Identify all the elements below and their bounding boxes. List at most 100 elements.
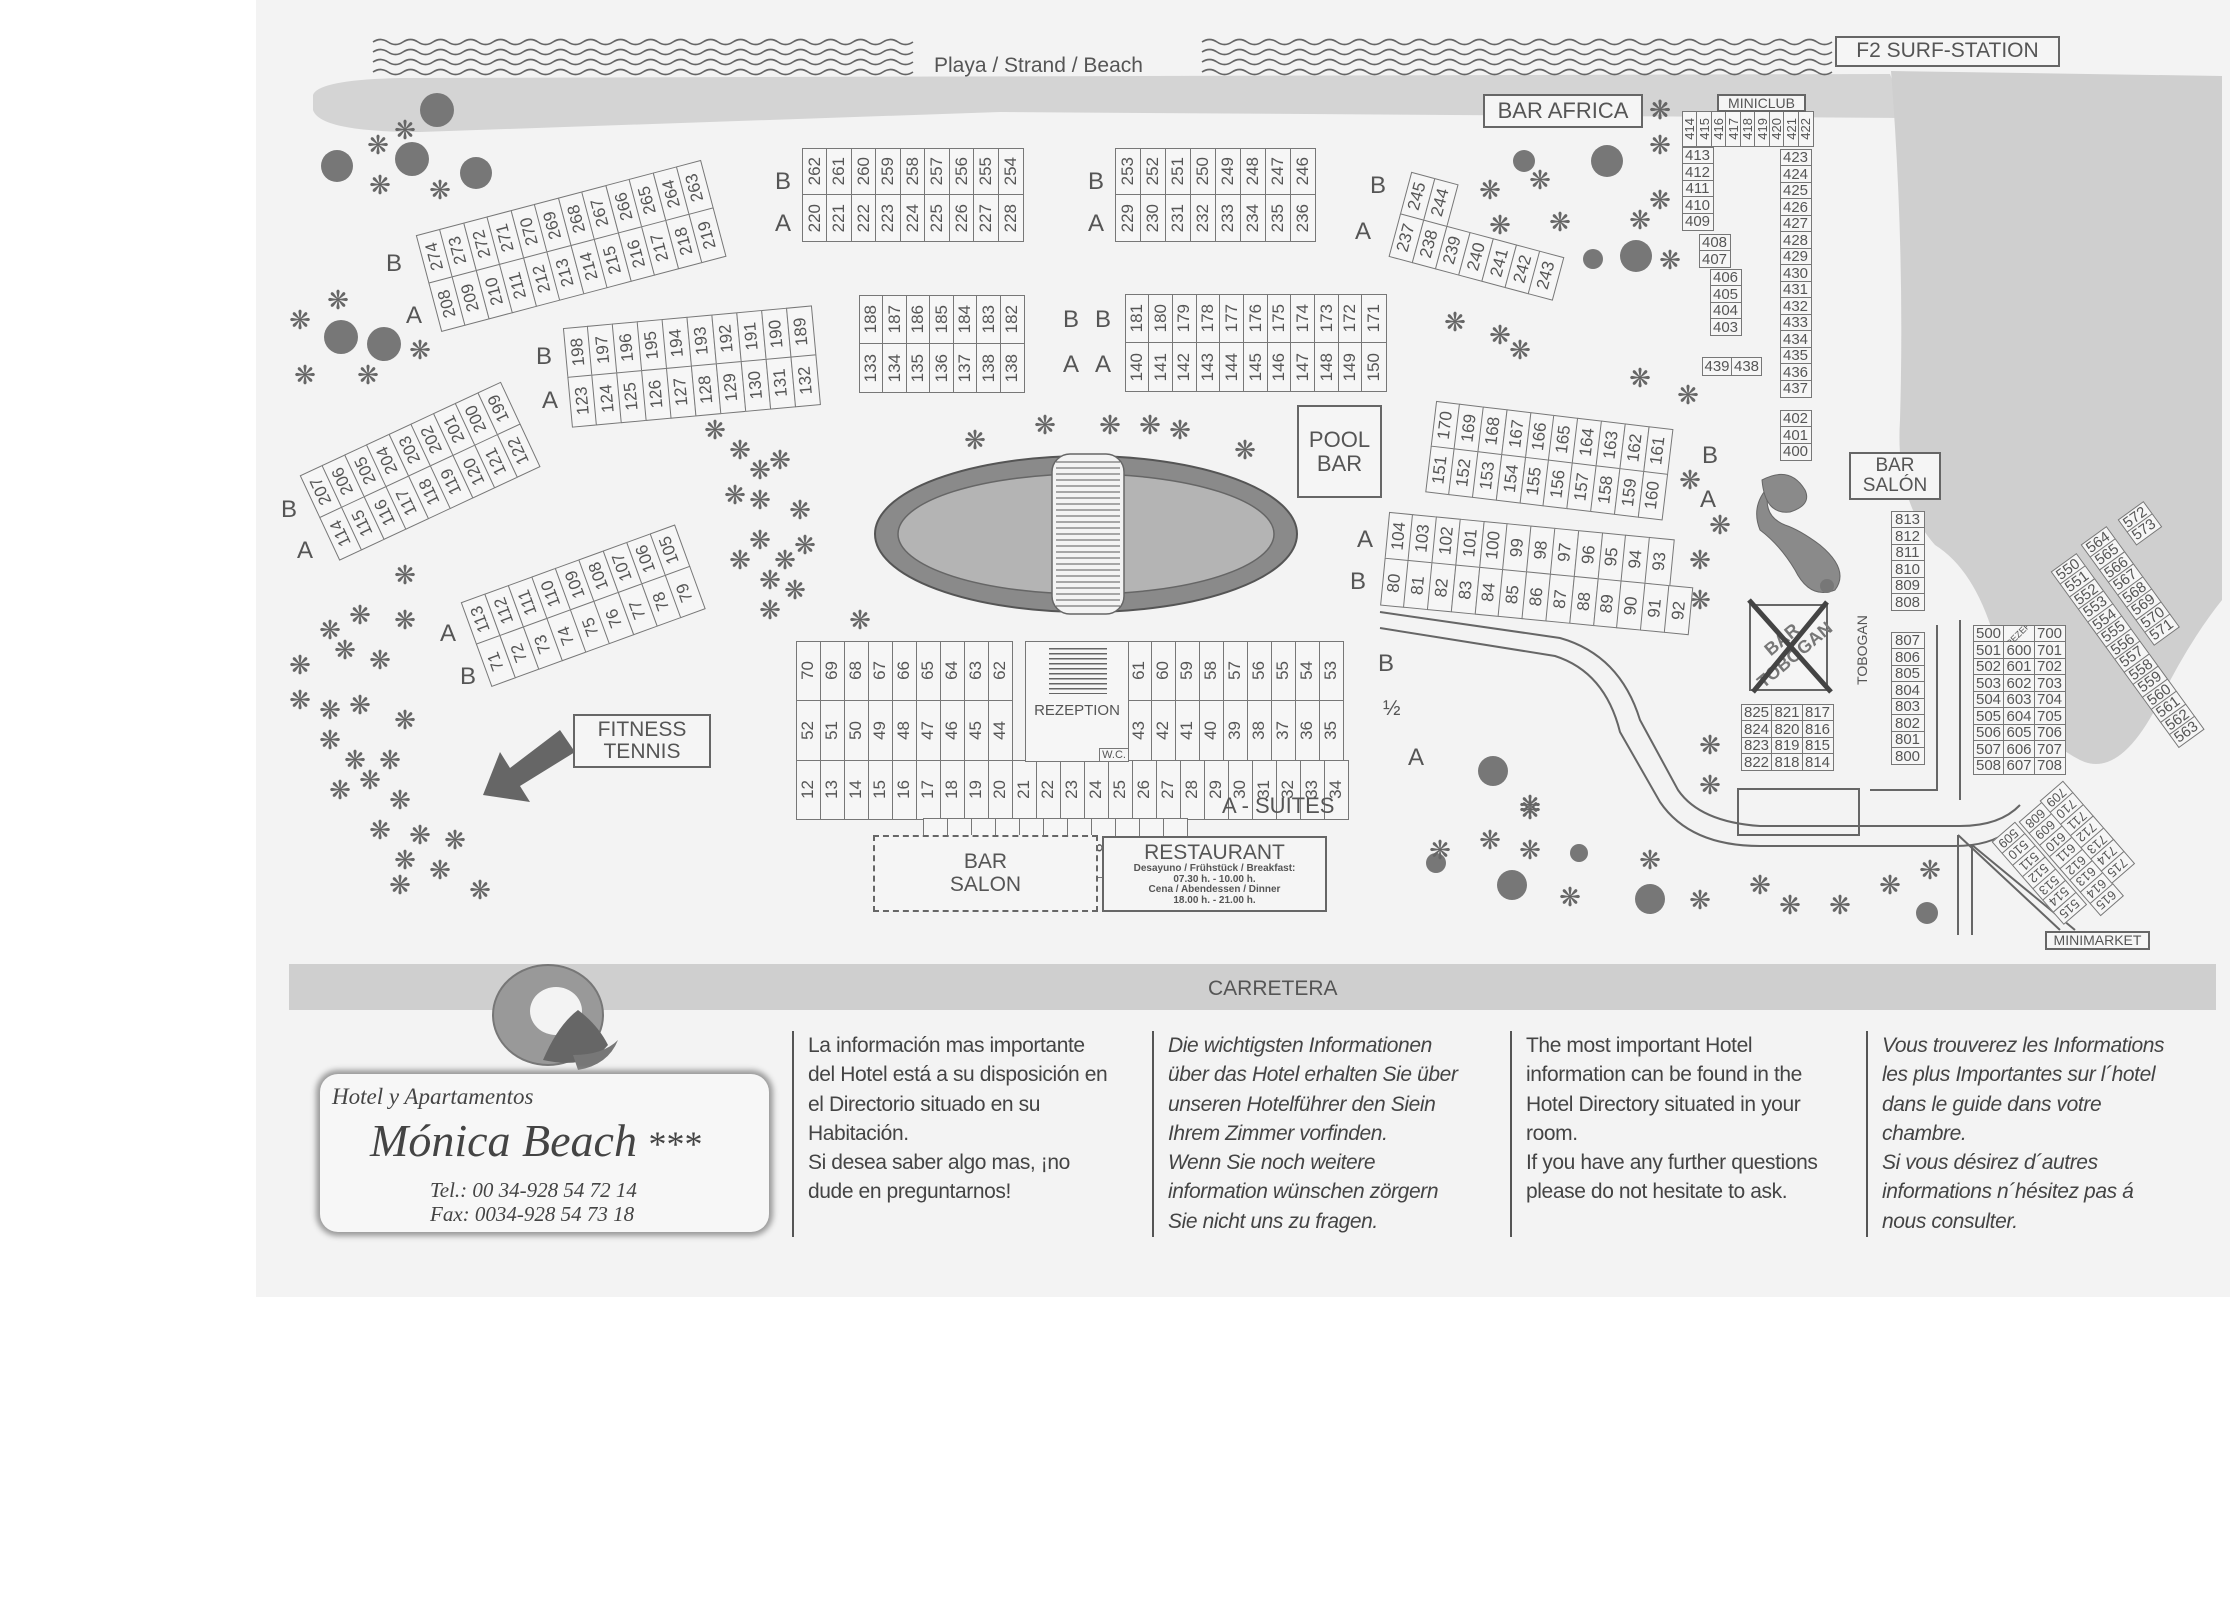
room-number: 140 (1127, 352, 1147, 382)
room-number: 807 (1894, 632, 1921, 649)
hotel-fax: Fax: 0034-928 54 73 18 (430, 1202, 635, 1226)
room-number: 406 (1712, 269, 1739, 286)
room-cell: 506 (1972, 723, 2005, 742)
palm-plant-icon: ❋ (319, 695, 341, 725)
room-number: 187 (884, 305, 904, 334)
room-number: 149 (1340, 352, 1360, 382)
room-cell: 431 (1779, 280, 1812, 299)
room-cell: 261 (826, 147, 852, 196)
room-number: 182 (1002, 305, 1021, 334)
row-label-a: A (406, 302, 423, 329)
palm-plant-icon: ❋ (319, 725, 341, 755)
row-label-a: A (1095, 351, 1112, 378)
room-cell: 401 (1779, 426, 1812, 444)
room-number: 92 (1667, 599, 1689, 621)
room-number: 824 (1743, 720, 1770, 738)
row-label-a: A (1700, 486, 1717, 513)
room-cell: 435 (1779, 346, 1812, 365)
room-cell: 50 (843, 699, 869, 762)
room-cell: 46 (939, 699, 965, 762)
tree-icon (1513, 150, 1535, 172)
room-cell: 233 (1214, 194, 1241, 242)
wave-line (1201, 38, 1833, 46)
room-number: 67 (870, 661, 890, 680)
palm-plant-icon: ❋ (1429, 835, 1451, 865)
room-number: 96 (1577, 544, 1599, 565)
info-line: chambre. (1882, 1121, 1967, 1145)
room-cell: 231 (1164, 194, 1191, 242)
room-cell: 250 (1189, 147, 1216, 196)
room-number: 231 (1167, 203, 1187, 233)
room-number: 196 (616, 332, 638, 363)
room-row: 407 (1698, 250, 1731, 268)
room-cell: 813 (1890, 510, 1925, 529)
room-number: 426 (1782, 198, 1809, 216)
room-row: 401 (1779, 426, 1812, 444)
room-cell: 226 (948, 194, 975, 242)
room-cell: 183 (976, 294, 1001, 345)
tree-icon (1583, 249, 1603, 269)
room-cell: 259 (875, 147, 901, 196)
hotel-phone: Tel.: 00 34-928 54 72 14 (430, 1178, 637, 1202)
room-number: 58 (1201, 661, 1221, 680)
room-cell: 236 (1289, 194, 1316, 242)
room-number: 146 (1269, 352, 1289, 382)
room-cell: 262 (801, 147, 828, 196)
room-row: 400 (1779, 442, 1812, 461)
row-label-a: A (1088, 210, 1105, 237)
palm-plant-icon: ❋ (379, 745, 401, 775)
room-number: 432 (1782, 297, 1809, 315)
room-number: 607 (2006, 757, 2032, 774)
room-number: 506 (1975, 724, 2002, 741)
beach-sand-strip (313, 74, 1905, 132)
bar-salon-bottom-label: BAR SALON (873, 835, 1098, 912)
palm-plant-icon: ❋ (774, 545, 796, 575)
room-cell: 145 (1242, 342, 1269, 392)
room-cell: 143 (1195, 342, 1221, 392)
tree-icon (1497, 870, 1527, 900)
row-label-a: A (440, 620, 457, 647)
room-cell: 188 (858, 294, 884, 345)
room-number: 232 (1192, 203, 1212, 233)
room-number: 806 (1894, 648, 1921, 666)
palm-plant-icon: ❋ (749, 525, 771, 555)
room-number: 817 (1804, 704, 1831, 721)
room-number: 151 (1428, 455, 1451, 486)
palm-plant-icon: ❋ (394, 845, 416, 875)
dinner-label: Cena / Abendessen / Dinner (1148, 884, 1281, 896)
room-cell: 175 (1266, 293, 1292, 344)
room-number: 435 (1782, 347, 1809, 364)
room-number: 259 (878, 157, 897, 186)
room-number: 821 (1774, 704, 1800, 721)
room-number: 811 (1895, 544, 1920, 561)
palm-plant-icon: ❋ (1479, 175, 1501, 205)
room-cell: 806 (1890, 648, 1925, 666)
palm-plant-icon: ❋ (369, 815, 391, 845)
tennis-line: TENNIS (603, 740, 681, 763)
fitness-line: FITNESS (597, 717, 687, 741)
bar-africa-label: BAR AFRICA (1483, 94, 1643, 128)
room-row: 811 (1890, 543, 1925, 562)
palm-plant-icon: ❋ (1699, 730, 1721, 760)
room-row: 425 (1779, 181, 1812, 200)
tobogan-label: TOBOGAN (1854, 615, 1870, 685)
palm-plant-icon: ❋ (1034, 410, 1056, 440)
row-label-b: B (775, 168, 792, 195)
room-number: 25 (1110, 780, 1130, 799)
room-cell: 92 (1663, 585, 1694, 636)
room-number: 145 (1245, 352, 1265, 382)
room-number: 153 (1475, 460, 1498, 492)
room-cell: 815 (1801, 736, 1834, 755)
room-number: 707 (2036, 740, 2063, 758)
room-cell: 502 (1972, 657, 2005, 676)
room-number: 822 (1743, 753, 1770, 771)
